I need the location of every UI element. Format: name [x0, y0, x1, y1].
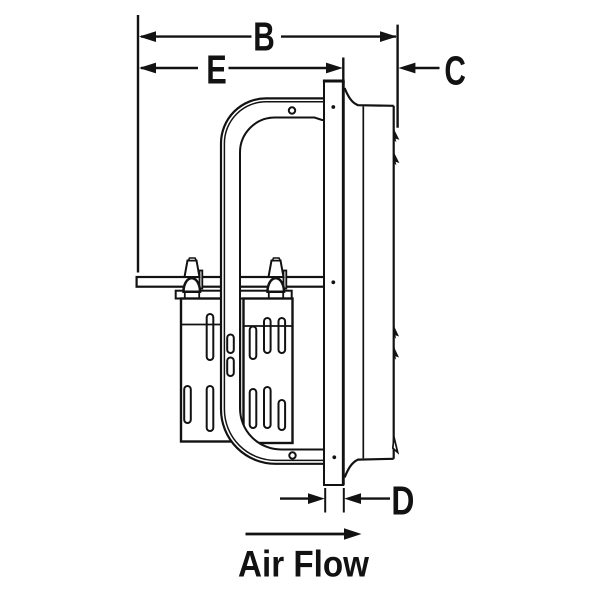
- svg-text:C: C: [444, 47, 466, 93]
- svg-text:D: D: [391, 478, 414, 524]
- svg-text:Air Flow: Air Flow: [238, 544, 369, 585]
- svg-text:B: B: [253, 14, 274, 60]
- svg-text:E: E: [206, 47, 227, 93]
